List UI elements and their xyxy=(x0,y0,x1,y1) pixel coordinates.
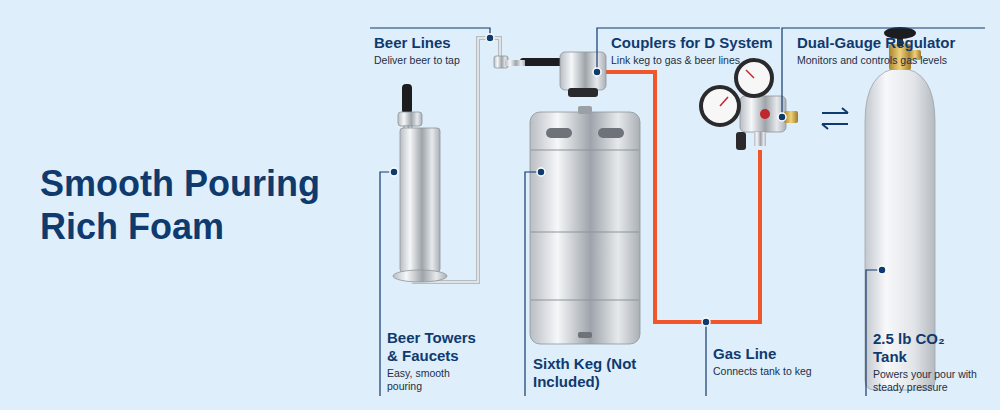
coupler-lever xyxy=(520,58,564,66)
tower-column xyxy=(400,128,440,272)
faucet xyxy=(398,112,422,126)
leader-lines xyxy=(370,28,985,396)
keg-rib xyxy=(531,299,639,300)
leader-dot xyxy=(486,34,494,42)
keg-rim xyxy=(531,149,639,150)
part-description: Easy, smooth pouring xyxy=(387,367,467,393)
leader-line xyxy=(597,28,780,70)
regulator-outlet xyxy=(754,132,766,146)
leader-dot xyxy=(702,318,710,326)
leader-dot xyxy=(537,168,545,176)
regulator-knob xyxy=(736,132,746,150)
leader-line xyxy=(705,322,706,396)
gauge-needle xyxy=(746,70,754,78)
part-label: Dual-Gauge Regulator xyxy=(797,34,955,52)
keg-rib xyxy=(531,231,639,232)
leader-line xyxy=(782,28,985,116)
part-label: Beer Lines xyxy=(374,34,451,52)
leader-dot xyxy=(878,266,886,274)
part-label: Gas Line xyxy=(713,345,776,363)
part-label: Couplers for D System xyxy=(611,34,773,52)
keg-body xyxy=(530,112,640,344)
part-label: Beer Towers & Faucets xyxy=(387,329,483,365)
coupler-probe xyxy=(568,88,598,97)
tap-handle xyxy=(402,84,412,114)
part-description: Deliver beer to tap xyxy=(374,54,460,67)
leader-dots xyxy=(390,34,886,326)
keg-handle xyxy=(546,128,572,138)
arrow-right xyxy=(822,108,848,113)
part-label: Sixth Keg (Not Included) xyxy=(533,355,647,391)
part-label: 2.5 lb CO₂ Tank xyxy=(873,330,965,366)
coupler xyxy=(494,52,606,97)
gauge-needle xyxy=(720,97,728,106)
leader-dot xyxy=(778,113,786,121)
regulator-body xyxy=(740,96,786,132)
part-description: Monitors and controls gas levels xyxy=(797,54,947,67)
keg-drain xyxy=(578,332,592,338)
keg-handle xyxy=(598,128,624,138)
exchange-arrows xyxy=(822,108,848,129)
coupler-body xyxy=(560,52,606,90)
part-description: Connects tank to keg xyxy=(713,365,812,378)
tower-base xyxy=(393,270,447,282)
beer-tower xyxy=(393,84,447,282)
leader-dot xyxy=(593,68,601,76)
arrow-left xyxy=(822,124,848,129)
regulator xyxy=(701,60,798,150)
coupler-arm xyxy=(505,60,525,66)
regulator-logo xyxy=(760,109,770,119)
page-title: Smooth Pouring Rich Foam xyxy=(40,162,340,248)
leader-dot xyxy=(390,168,398,176)
part-description: Link keg to gas & beer lines xyxy=(611,54,740,67)
keg-valve xyxy=(578,106,592,114)
part-description: Powers your pour with steady pressure xyxy=(873,368,979,394)
gauge xyxy=(701,87,739,125)
sixth-keg xyxy=(530,106,640,344)
gauge xyxy=(736,60,772,96)
